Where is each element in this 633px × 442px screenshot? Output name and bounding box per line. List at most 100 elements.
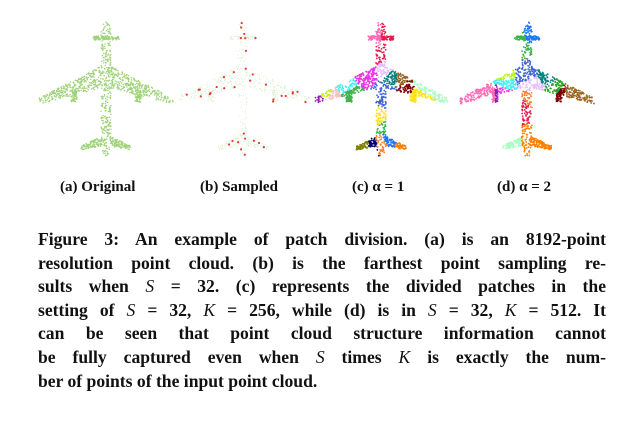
- point: [117, 85, 119, 88]
- point: [126, 86, 128, 88]
- patch-point: [375, 83, 377, 86]
- point: [122, 87, 124, 89]
- patch-point: [355, 83, 358, 86]
- patch-point: [502, 88, 504, 91]
- sampled-center-point: [233, 85, 236, 89]
- patch-point: [376, 129, 379, 131]
- patch-point: [519, 144, 522, 147]
- sampled-center-point: [240, 26, 243, 29]
- point: [205, 84, 207, 86]
- point: [239, 95, 241, 97]
- patch-point: [434, 95, 437, 98]
- patch-point: [379, 100, 382, 103]
- patch-point: [331, 97, 334, 100]
- point: [136, 93, 138, 96]
- patch-point: [375, 135, 378, 138]
- patch-point: [485, 89, 488, 92]
- point: [305, 98, 307, 100]
- patch-point: [590, 102, 592, 104]
- point: [229, 89, 231, 90]
- patch-point: [517, 80, 519, 83]
- patch-point: [530, 144, 533, 147]
- patch-point: [443, 96, 446, 99]
- point: [105, 138, 108, 140]
- patch-point: [379, 89, 382, 92]
- patch-point: [371, 84, 374, 87]
- point: [90, 75, 92, 78]
- point: [229, 80, 231, 81]
- point: [202, 93, 204, 95]
- point: [246, 75, 248, 77]
- sampled-center-point: [296, 90, 299, 93]
- patch-point: [374, 142, 377, 145]
- patch-point: [403, 89, 406, 92]
- patch-point: [539, 141, 542, 144]
- patch-point: [373, 145, 376, 148]
- point: [141, 94, 143, 96]
- point: [230, 146, 232, 148]
- patch-point: [334, 87, 337, 90]
- point: [64, 90, 66, 92]
- patch-point: [568, 96, 571, 99]
- patch-point: [510, 81, 513, 84]
- point: [244, 135, 246, 137]
- point: [221, 89, 223, 91]
- patch-point: [401, 145, 404, 148]
- point: [245, 46, 247, 47]
- point: [109, 119, 112, 121]
- point: [105, 142, 108, 144]
- patch-point: [387, 75, 390, 78]
- point: [85, 90, 88, 93]
- point: [273, 91, 274, 93]
- point: [208, 89, 210, 91]
- sampled-center-point: [249, 79, 252, 82]
- point: [207, 84, 209, 86]
- point: [46, 94, 49, 97]
- patch-point: [523, 94, 526, 97]
- point: [199, 87, 201, 89]
- point: [240, 71, 242, 73]
- point: [108, 121, 111, 124]
- patch-point: [341, 93, 343, 96]
- point: [104, 83, 107, 85]
- point: [224, 144, 226, 146]
- point: [272, 88, 274, 90]
- patch-point: [524, 81, 527, 83]
- patch-point: [376, 123, 379, 126]
- point: [137, 88, 139, 90]
- point: [90, 140, 93, 142]
- point: [116, 83, 119, 86]
- point: [104, 107, 106, 110]
- point: [280, 87, 282, 89]
- patch-point: [439, 99, 442, 102]
- patch-point: [524, 103, 527, 106]
- patch-point: [391, 82, 393, 85]
- point: [97, 39, 99, 41]
- patch-point: [524, 27, 527, 30]
- patch-point: [346, 94, 349, 97]
- point: [257, 144, 259, 145]
- patch-point: [545, 86, 548, 89]
- point: [230, 36, 231, 37]
- point: [227, 144, 229, 146]
- patch-point: [379, 35, 382, 38]
- patch-point: [399, 84, 401, 87]
- patch-point: [376, 34, 379, 36]
- point: [96, 37, 98, 40]
- point: [104, 26, 106, 28]
- point: [241, 78, 242, 80]
- point: [240, 42, 242, 44]
- patch-point: [527, 121, 530, 124]
- point: [118, 82, 120, 85]
- point: [245, 52, 246, 54]
- point: [271, 89, 273, 91]
- point: [200, 87, 202, 89]
- point: [281, 91, 283, 93]
- point: [73, 82, 75, 85]
- point: [237, 139, 239, 141]
- patch-point: [565, 92, 568, 94]
- point: [128, 83, 130, 86]
- point: [261, 76, 263, 78]
- patch-point: [531, 70, 534, 73]
- point: [127, 88, 129, 91]
